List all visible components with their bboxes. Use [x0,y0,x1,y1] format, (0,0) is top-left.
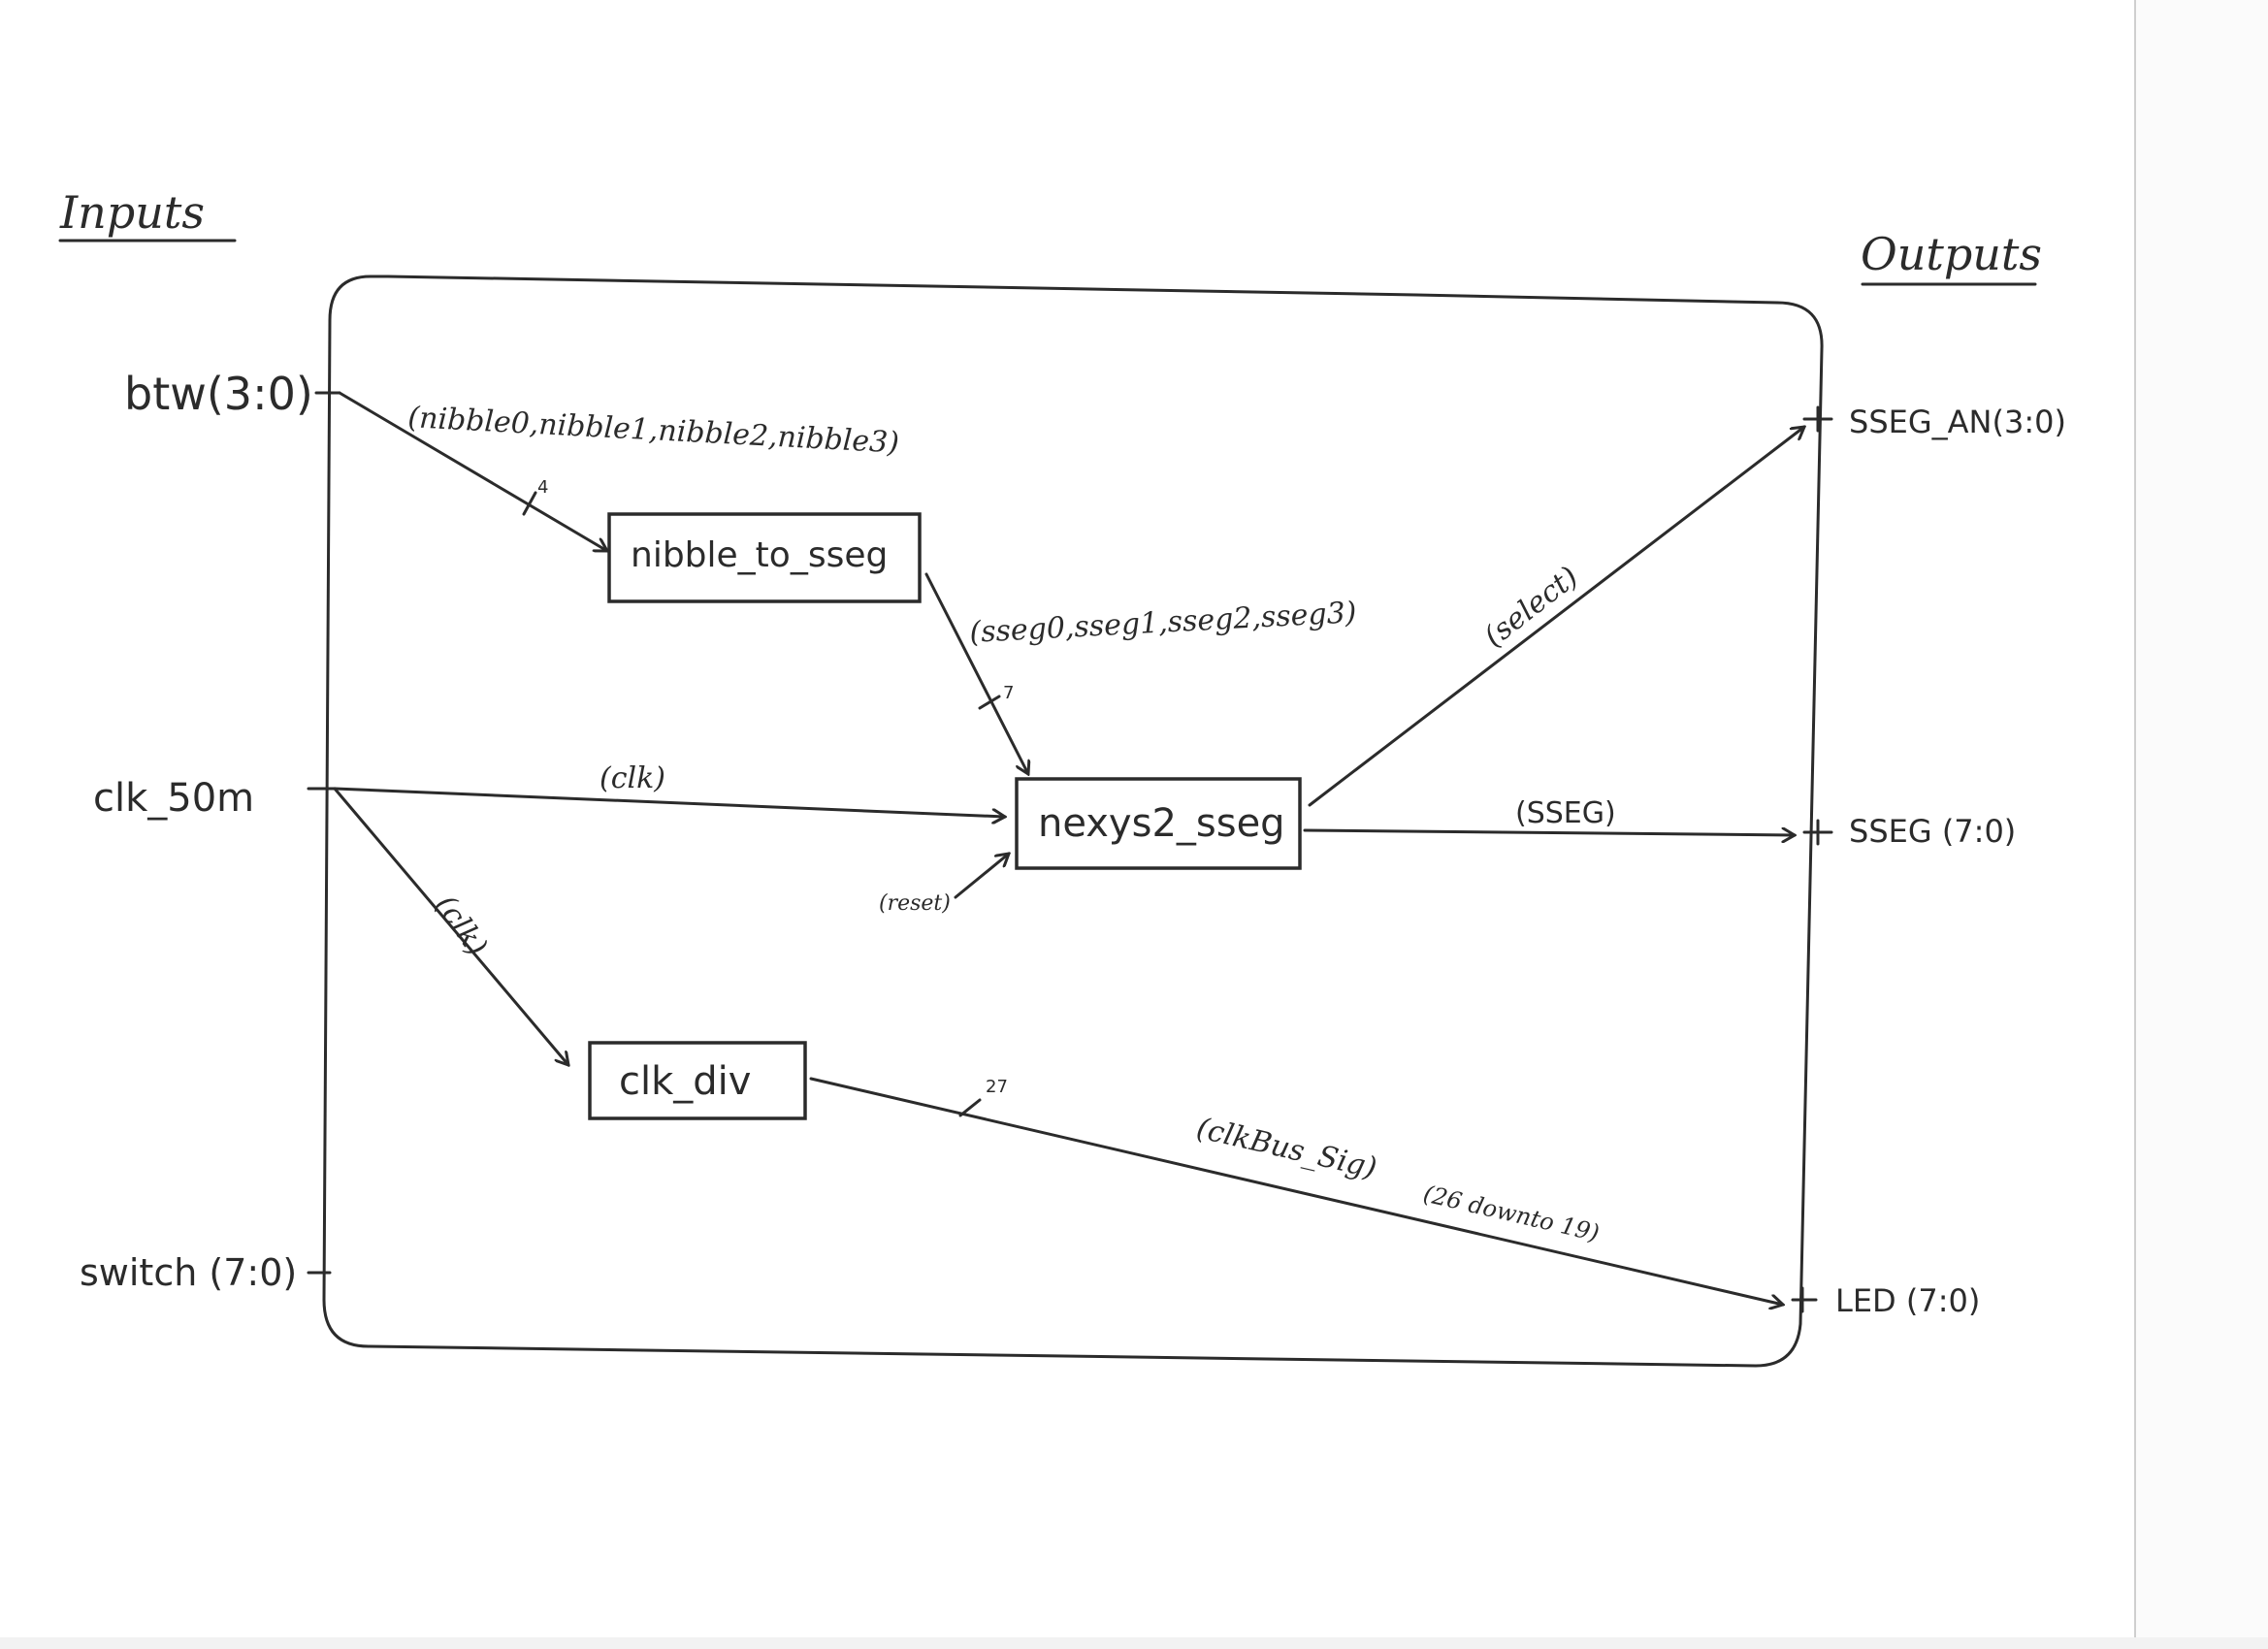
signal-reset-label: (reset) [879,891,951,916]
block-nexys2-sseg [1015,777,1302,870]
wire-nibble-to-nexys2 [924,572,1028,774]
wire-reset-to-nexys2 [954,854,1009,899]
bus-width-sseg: 7 [1003,683,1014,703]
wire-clkdiv-to-led [809,1077,1783,1305]
bus-width-tick-nibble [522,491,537,516]
signal-ssegs-label: (sseg0,sseg1,sseg2,sseg3) [969,596,1358,650]
port-led-label: LED (7:0) [1835,1282,1980,1319]
wire-btw-to-nibble [338,391,607,551]
signal-clk-div-label: (clk) [428,889,494,963]
port-btw-label: btw(3:0) [124,368,313,420]
bus-width-clkbus: 27 [986,1077,1008,1097]
block-nexys2-sseg-label: nexys2_sseg [1038,801,1285,846]
signal-clk-main-label: (clk) [599,761,665,795]
scan-bottom-strip [0,1637,2268,1649]
inputs-heading: Inputs [59,186,205,239]
block-diagram: Inputs Outputs btw(3:0) clk_50m switch (… [58,186,2066,1368]
bus-width-tick-clkbus [958,1098,982,1117]
bus-width-nibble: 4 [537,477,548,498]
signal-sseg-out-label: (SSEG) [1515,796,1616,830]
signal-nibbles-label: (nibble0,nibble1,nibble2,nibble3) [407,401,900,460]
wire-nexys2-to-sseg [1303,830,1795,835]
top-level-boundary [322,275,1824,1368]
signal-clkbus-range-label: (26 downto 19) [1421,1180,1603,1247]
block-nibble-to-sseg [607,512,922,603]
wire-clk-to-clkdiv [333,787,568,1065]
paper-edge [2134,0,2136,1649]
port-sseg-an-label: SSEG_AN(3:0) [1849,404,2066,440]
outputs-heading: Outputs [1861,228,2042,280]
port-clk-label: clk_50m [93,776,254,821]
port-sseg-label: SSEG (7:0) [1849,813,2016,850]
bus-width-tick-sseg [978,695,1001,710]
block-clk-div-label: clk_div [619,1059,751,1104]
wire-nexys2-to-sseg-an [1308,427,1804,807]
block-clk-div [588,1041,807,1120]
wire-clk-to-nexys2 [333,787,1005,817]
paper-margin [2136,0,2268,1649]
port-switch-label: switch (7:0) [80,1251,297,1294]
block-nibble-to-sseg-label: nibble_to_sseg [631,535,888,575]
